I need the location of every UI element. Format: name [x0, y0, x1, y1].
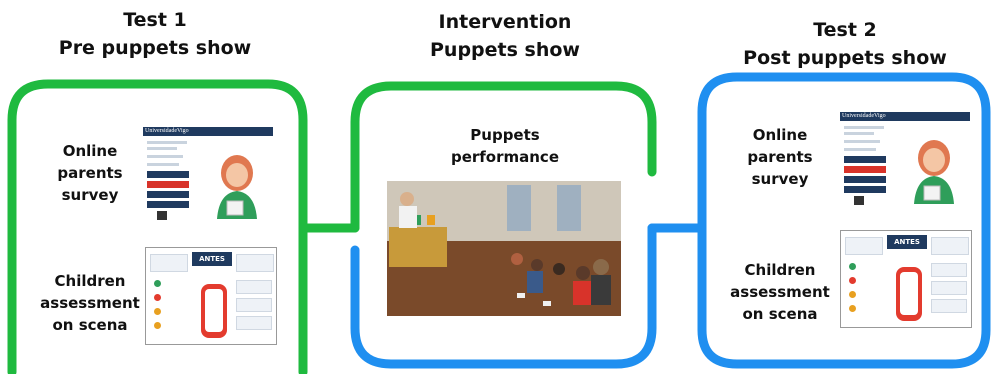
- stage-2-frame-bottom: [350, 223, 657, 369]
- stage-3-frame: [697, 72, 991, 369]
- stage-3-survey-screenshot: UniversidadeVigo: [840, 112, 970, 207]
- stage-2-heading: Intervention Puppets show: [390, 8, 620, 64]
- stage-3-assessment-screenshot: ANTES: [840, 230, 972, 328]
- stage-1-title-line2: Pre puppets show: [58, 37, 252, 59]
- stage-2-title-line2: Puppets show: [430, 39, 580, 61]
- stage-3-title-line1: Test 2: [813, 19, 877, 41]
- stage-3-assessment-label: Children assessment on scena: [730, 261, 830, 323]
- girl-illustration: [217, 155, 257, 219]
- stage-1-assessment-label: Children assessment on scena: [40, 272, 140, 334]
- stage-1-survey-label: Online parents survey: [57, 142, 123, 204]
- stage-2-performance-label: Puppets performance: [450, 126, 560, 166]
- stage-3-heading: Test 2 Post puppets show: [730, 16, 960, 72]
- stage-3-survey-label: Online parents survey: [747, 126, 813, 188]
- stage-3-title-line2: Post puppets show: [743, 47, 947, 69]
- stage-2-title-line1: Intervention: [438, 11, 572, 33]
- antes-tag: ANTES: [887, 235, 927, 249]
- classroom-scene: [387, 181, 621, 316]
- stage-1-frame: [7, 79, 308, 374]
- girl-illustration: [914, 140, 954, 204]
- survey-brand-text: UniversidadeVigo: [842, 113, 886, 119]
- stage-1-heading: Test 1 Pre puppets show: [40, 6, 270, 62]
- stage-1-survey-screenshot: UniversidadeVigo: [143, 127, 273, 222]
- puppets-performance-photo: [387, 181, 621, 316]
- antes-tag: ANTES: [192, 252, 232, 266]
- stage-1-assessment-screenshot: ANTES: [145, 247, 277, 345]
- stage-1-title-line1: Test 1: [123, 9, 187, 31]
- stage-2-frame-top: [350, 81, 657, 233]
- survey-brand-text: UniversidadeVigo: [145, 128, 189, 134]
